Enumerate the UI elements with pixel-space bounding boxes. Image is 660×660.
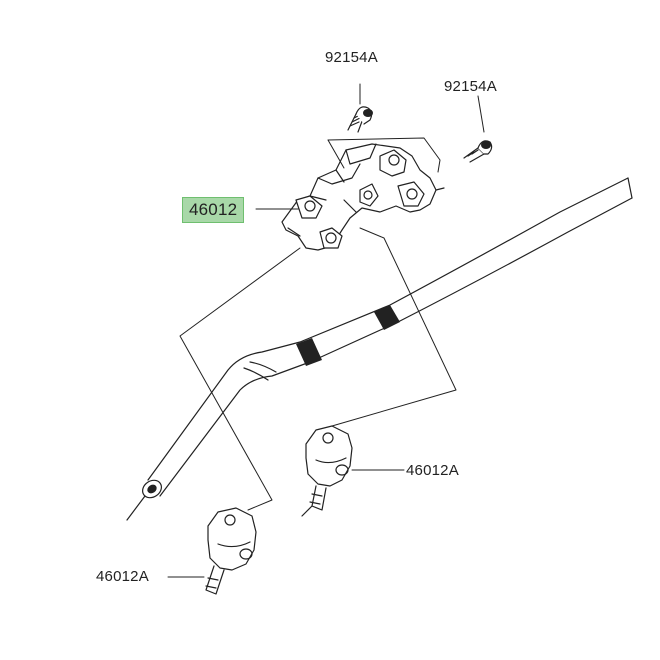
bolt-left	[347, 106, 373, 133]
leader-bolt-right	[477, 95, 485, 133]
label-bolt-right: 92154A	[444, 78, 497, 95]
bolt-right	[463, 140, 493, 163]
lower-holder-right	[301, 425, 353, 517]
knurl-band-right	[374, 305, 400, 330]
knurl-band-left	[296, 338, 322, 366]
label-holder-right: 46012A	[406, 462, 459, 479]
label-bolt-left: 92154A	[325, 49, 378, 66]
upper-clamp	[281, 143, 445, 251]
handlebar	[126, 177, 633, 521]
label-upper-clamp[interactable]: 46012	[182, 197, 245, 223]
label-holder-left: 46012A	[96, 568, 149, 585]
handlebar-end	[126, 479, 162, 521]
lower-holder-left	[205, 507, 257, 595]
assembly-lines	[167, 83, 485, 578]
